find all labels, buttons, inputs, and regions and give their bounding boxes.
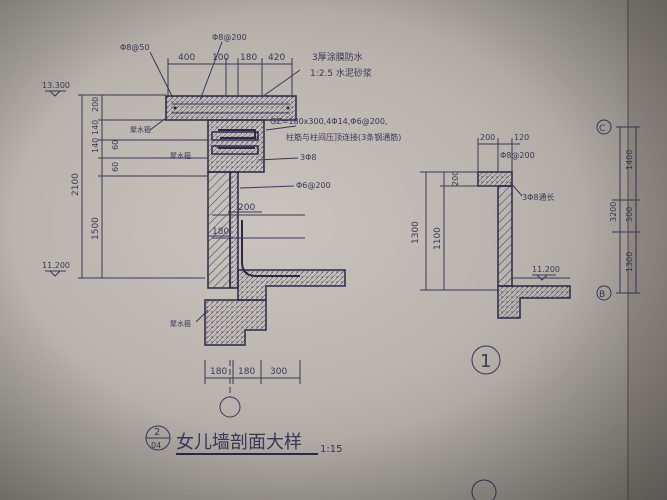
dim-left-1500: 1500	[91, 217, 101, 240]
bottom-dimensions: 180 180 300	[204, 360, 301, 384]
d1-dim-200: 200	[451, 171, 460, 186]
dim-left-140a: 140	[91, 120, 100, 135]
axis-c-bubble	[596, 119, 612, 135]
elev-bottom: 11.200	[42, 261, 70, 270]
dim-left-2100: 2100	[71, 173, 81, 196]
detail1-label-circle	[471, 345, 501, 375]
dim-left-200: 200	[91, 97, 100, 112]
beam	[204, 299, 267, 346]
axis-d500: 500	[625, 207, 634, 222]
dim-top-180: 180	[240, 53, 257, 63]
tag-left-mid: 聚水箍	[170, 151, 191, 160]
detail1-label: 1	[480, 351, 491, 372]
detail1-wall	[497, 185, 513, 287]
right-axis-dims: C B 1400 500 3200 1300	[596, 119, 640, 301]
note-connect: 柱筋与柱间压顶连接(3条钢通筋)	[286, 132, 401, 142]
title-main: 女儿墙剖面大样	[176, 432, 302, 453]
d1-dim-1100: 1100	[433, 227, 443, 250]
note-phi6: Φ6@200	[296, 181, 331, 190]
axis-b-bubble	[596, 285, 612, 301]
d1-dim-1300: 1300	[411, 221, 421, 244]
dim-left-60b: 60	[111, 162, 120, 172]
d1-rebar: Φ8@200	[500, 151, 535, 160]
title-circle-den: 04	[151, 441, 161, 450]
note-rebar-8-50: Φ8@50	[120, 43, 150, 52]
elev-top: 13.300	[42, 81, 70, 90]
dim-left-140b: 140	[91, 138, 100, 153]
axis-bubble	[219, 396, 241, 418]
tag-left-top: 聚水箍	[130, 125, 151, 134]
detail-1: 200 120 Φ8@200 3Φ8通长 200 1300 1100 11.20…	[411, 133, 571, 375]
top-dimensions: 400 100 180 420	[167, 53, 293, 96]
left-dimensions: 200 140 140 60 60 2100 1500	[71, 94, 208, 279]
partial-bubble	[471, 479, 497, 500]
note-mortar: 1:2.5 水泥砂浆	[310, 67, 372, 79]
axis-c: C	[599, 124, 605, 134]
d1-top-120: 120	[514, 133, 529, 142]
dim-bot-300: 300	[270, 367, 287, 377]
d1-top-200: 200	[480, 133, 495, 142]
dim-top-400: 400	[178, 53, 195, 63]
axis-d1300: 1300	[625, 252, 634, 272]
dim-top-100: 100	[212, 53, 229, 63]
tag-left-bottom: 聚水箍	[170, 319, 191, 328]
note-gz: GZ=180x300,4Φ14,Φ6@200,	[270, 117, 388, 126]
dim-left-60a: 60	[111, 140, 120, 150]
parapet-section-detail	[165, 95, 346, 418]
d1-elev: 11.200	[532, 265, 560, 274]
dim-mid-180: 180	[212, 227, 229, 237]
detail1-slab	[497, 285, 571, 319]
axis-d3200: 3200	[609, 202, 618, 222]
title-circle-num: 2	[154, 427, 160, 438]
note-rebar-8-200: Φ8@200	[212, 33, 247, 42]
d1-rebar2: 3Φ8通长	[522, 192, 554, 202]
note-3phi8: 3Φ8	[300, 153, 316, 162]
axis-d1400: 1400	[625, 150, 634, 170]
note-waterproof: 3厚涂膜防水	[312, 51, 363, 63]
dim-mid-200: 200	[238, 203, 255, 213]
title-scale: 1:15	[320, 444, 342, 455]
elevation-marks: 13.300 11.200	[42, 81, 70, 277]
dim-top-420: 420	[268, 53, 285, 63]
detail1-cap	[477, 171, 513, 187]
dim-bot-180a: 180	[210, 367, 227, 377]
roof-slab	[237, 269, 346, 301]
drawing-title: 2 04 女儿墙剖面大样 1:15	[145, 425, 342, 455]
dim-bot-180b: 180	[238, 367, 255, 377]
axis-b: B	[599, 290, 605, 300]
